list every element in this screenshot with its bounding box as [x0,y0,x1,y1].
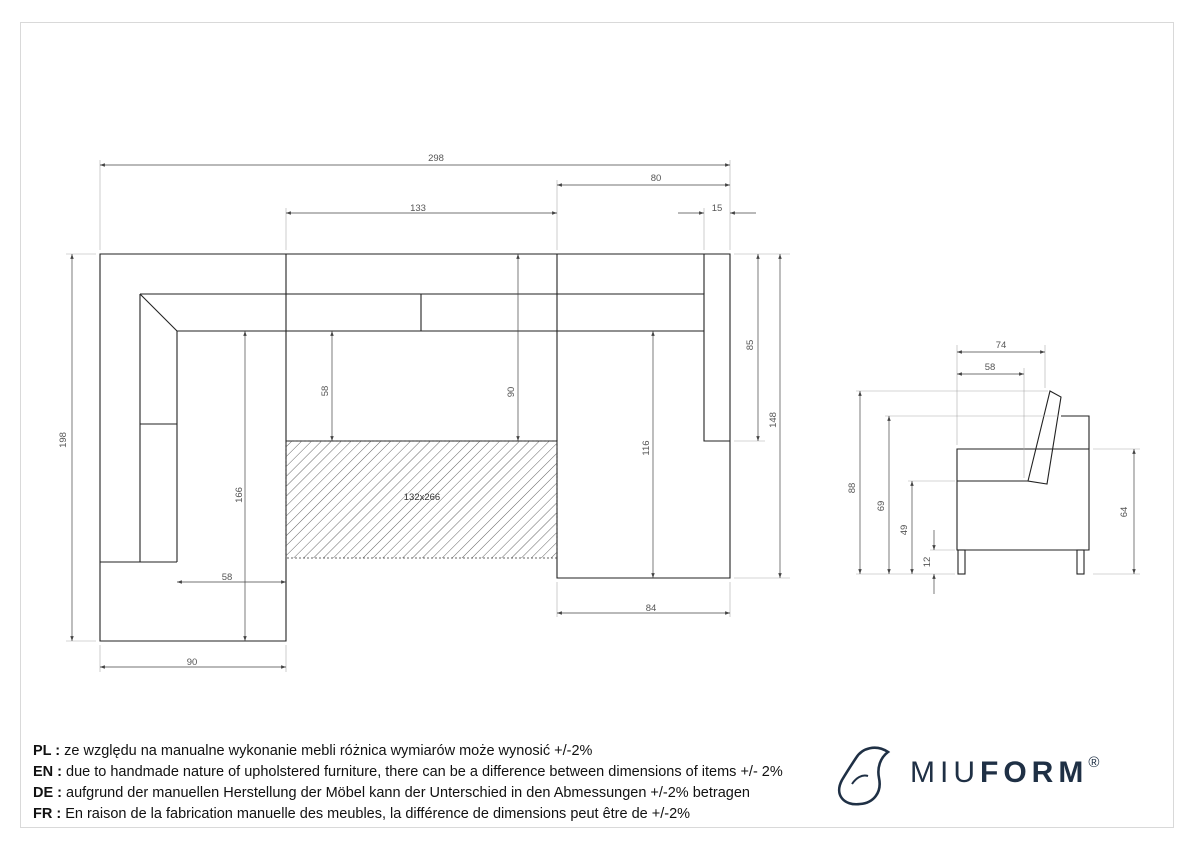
dim-seat-depth-left: 58 [320,386,331,397]
dim-bottom-width: 90 [187,657,198,668]
note-en: EN : due to handmade nature of upholster… [33,764,783,780]
note-de: DE : aufgrund der manuellen Herstellung … [33,785,750,801]
logo-mark-icon [837,746,891,806]
dim-arm: 15 [712,203,723,214]
side-dim-depth: 74 [996,340,1007,351]
dim-arm-height: 85 [745,340,756,351]
hatched-area [285,440,558,559]
dim-left-height: 198 [58,432,69,448]
dim-seat-depth-mid: 90 [506,387,517,398]
dim-right-part: 80 [651,173,662,184]
drawing-frame [20,22,1174,828]
side-extension-lines [856,345,1140,575]
sofa-plan [99,253,731,642]
miuform-logo: MIUFORM® [832,740,1162,810]
sofa-side-view [956,390,1090,575]
logo-wordmark: MIUFORM® [910,754,1100,789]
dim-middle: 133 [410,203,426,214]
side-dim-back-height: 69 [876,501,887,512]
dimension-lines [70,163,782,669]
plan-backrest [140,293,730,442]
side-dim-legs: 12 [922,557,933,568]
hatched-area-label: 132x266 [404,492,440,503]
side-dim-seat-height: 49 [899,525,910,536]
side-dim-seat: 58 [985,362,996,373]
side-dim-total-height: 88 [847,483,858,494]
extension-lines [66,160,790,672]
dim-inner-height: 166 [234,487,245,503]
dim-total-width: 298 [428,153,444,164]
dim-chaise-width: 84 [646,603,657,614]
side-dimension-lines [858,350,1136,594]
note-fr: FR : En raison de la fabrication manuell… [33,806,691,822]
dim-bottom-inner: 58 [222,572,233,583]
tolerance-notes: PL : ze względu na manualne wykonanie me… [33,741,823,825]
note-pl: PL : ze względu na manualne wykonanie me… [33,743,593,759]
side-dim-arm-height: 64 [1119,507,1130,518]
dim-chaise: 116 [641,440,652,455]
dim-overall-right: 148 [768,412,779,428]
